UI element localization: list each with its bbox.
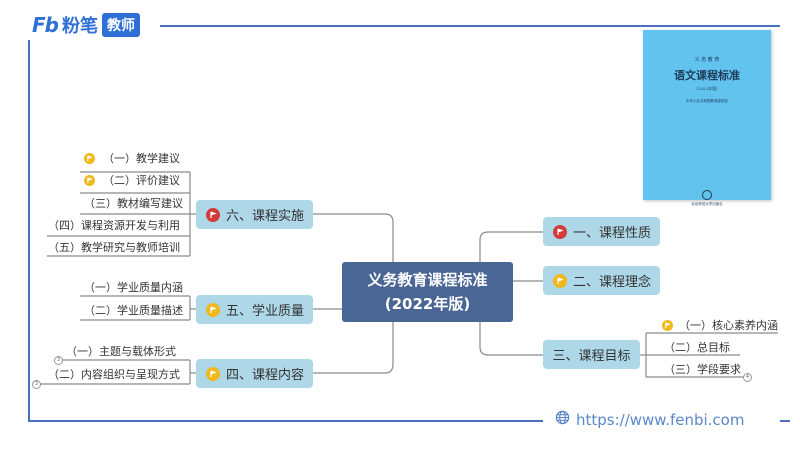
collapse-toggle[interactable]: 3 <box>54 356 63 365</box>
implementation-child-label: （四）课程资源开发与利用 <box>48 219 180 232</box>
url-text: https://www.fenbi.com <box>576 410 745 429</box>
quality-child-1[interactable]: （一）学业质量内涵 <box>84 280 183 295</box>
frame-bottom-line <box>28 420 543 422</box>
globe-icon <box>555 410 570 429</box>
branch-label: 一、课程性质 <box>573 226 652 241</box>
goals-child-2[interactable]: （二）总目标 <box>664 340 730 355</box>
book-cover-image: 义 务 教 育 语文课程标准 （2022年版） 中华人民共和国教育部制定 北京师… <box>643 30 771 206</box>
content-child-2[interactable]: （二）内容组织与呈现方式 <box>48 367 180 382</box>
implementation-child-label: （三）教材编写建议 <box>84 197 183 210</box>
branch-course-concept[interactable]: 二、课程理念 <box>543 266 660 295</box>
implementation-child-label: （一）教学建议 <box>103 152 180 165</box>
logo-mark: Fb <box>32 13 59 37</box>
branch-course-content[interactable]: 四、课程内容 <box>196 359 313 388</box>
goals-child-1[interactable]: （一）核心素养内涵 <box>662 318 778 333</box>
fenbi-logo: Fb 粉笔 教师 <box>32 12 140 38</box>
central-subtitle: (2022年版) <box>384 295 471 313</box>
branch-label: 四、课程内容 <box>226 368 305 383</box>
yellow-flag-icon <box>206 302 220 317</box>
branch-course-implementation[interactable]: 六、课程实施 <box>196 200 313 229</box>
content-child-1[interactable]: （一）主题与载体形式 <box>66 344 176 359</box>
footer-url[interactable]: https://www.fenbi.com <box>555 410 744 429</box>
branch-label: 五、学业质量 <box>226 304 305 319</box>
red-flag-icon <box>206 207 220 222</box>
red-flag-icon <box>553 224 567 239</box>
branch-course-goals[interactable]: 三、课程目标 <box>543 340 640 369</box>
book-edition: （2022年版） <box>693 86 721 91</box>
frame-bottom-line-right <box>780 420 790 422</box>
implementation-child-3[interactable]: （三）教材编写建议 <box>84 196 183 211</box>
central-topic[interactable]: 义务教育课程标准 (2022年版) <box>342 262 513 322</box>
book-series: 义 务 教 育 <box>694 57 720 63</box>
branch-label: 三、课程目标 <box>552 349 631 364</box>
frame-top-line <box>160 25 780 27</box>
branch-course-nature[interactable]: 一、课程性质 <box>543 217 660 246</box>
implementation-child-4[interactable]: （四）课程资源开发与利用 <box>48 218 180 233</box>
central-title: 义务教育课程标准 <box>367 271 488 289</box>
quality-child-2[interactable]: （二）学业质量描述 <box>84 303 183 318</box>
yellow-flag-icon <box>553 273 567 288</box>
logo-name: 粉笔 <box>61 16 98 37</box>
yellow-flag-icon <box>662 320 673 331</box>
implementation-child-label: （二）评价建议 <box>103 174 180 187</box>
yellow-flag-icon <box>84 153 95 164</box>
collapse-toggle[interactable]: 4 <box>743 373 752 382</box>
goals-child-label: （一）核心素养内涵 <box>679 319 778 332</box>
book-title: 语文课程标准 <box>674 69 740 82</box>
connector-content <box>313 322 394 374</box>
implementation-child-label: （五）教学研究与教师培训 <box>48 241 180 254</box>
quality-child-label: （一）学业质量内涵 <box>84 281 183 294</box>
branch-label: 二、课程理念 <box>573 275 652 290</box>
book-seal-icon <box>702 190 712 200</box>
branch-academic-quality[interactable]: 五、学业质量 <box>196 295 313 324</box>
implementation-child-1[interactable]: （一）教学建议 <box>84 151 180 166</box>
logo-badge: 教师 <box>101 13 140 37</box>
connector-nature <box>479 231 543 262</box>
content-child-label: （一）主题与载体形式 <box>66 345 176 358</box>
implementation-child-2[interactable]: （二）评价建议 <box>84 173 180 188</box>
content-child-label: （二）内容组织与呈现方式 <box>48 368 180 381</box>
connector-implementation <box>313 213 394 262</box>
implementation-child-5[interactable]: （五）教学研究与教师培训 <box>48 240 180 255</box>
yellow-flag-icon <box>206 366 220 381</box>
quality-child-label: （二）学业质量描述 <box>84 304 183 317</box>
goals-child-label: （二）总目标 <box>664 341 730 354</box>
collapse-toggle[interactable]: 3 <box>32 380 41 389</box>
book-publisher-line: 中华人民共和国教育部制定 <box>686 99 728 103</box>
goals-child-3[interactable]: （三）学段要求 <box>664 362 741 377</box>
yellow-flag-icon <box>84 175 95 186</box>
connector-goals <box>479 322 543 356</box>
branch-label: 六、课程实施 <box>226 209 305 224</box>
goals-child-label: （三）学段要求 <box>664 363 741 376</box>
frame-left-line <box>28 40 30 422</box>
book-publisher: 北京师范大学出版社 <box>691 202 723 206</box>
